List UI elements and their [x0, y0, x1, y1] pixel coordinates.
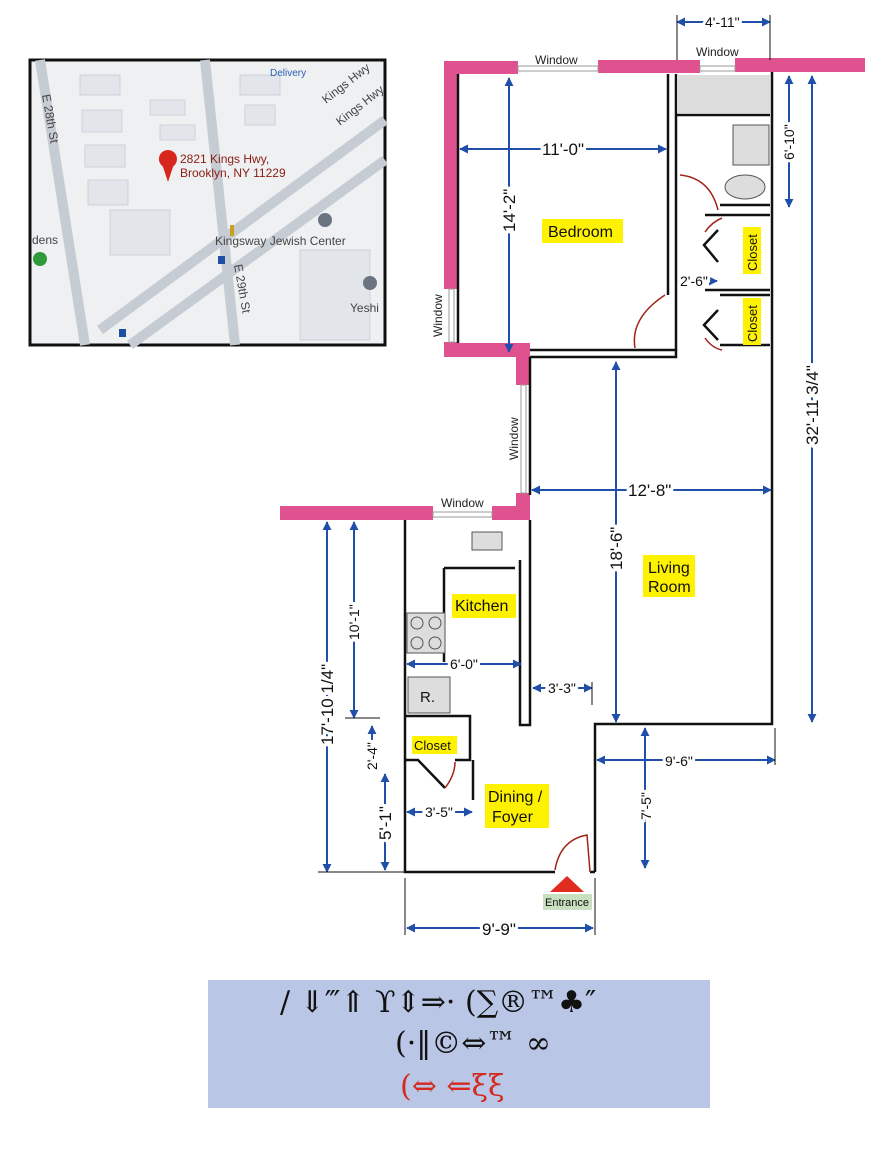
entrance-label: Entrance — [545, 897, 589, 909]
extension-lines — [318, 15, 776, 935]
door-swings — [444, 174, 723, 873]
dim-bedroom-depth: 14'-2" — [500, 189, 519, 232]
dim-notch-width: 9'-6" — [665, 753, 693, 769]
location-map[interactable]: 2821 Kings Hwy, Brooklyn, NY 11229 E 28t… — [28, 58, 388, 350]
room-label: Closet — [414, 738, 451, 753]
place-yeshiva: Yeshi — [350, 301, 379, 315]
window-label: Window — [431, 294, 445, 337]
room-dining-foyer: Dining / Foyer — [485, 784, 549, 828]
entrance-arrow-icon — [550, 876, 584, 892]
map-address-line2: Brooklyn, NY 11229 — [180, 166, 286, 180]
entrance-marker: Entrance — [543, 876, 592, 910]
dim-hall-width: 2'-6" — [680, 273, 708, 289]
bus-stop-icon — [218, 256, 225, 264]
room-label: Kitchen — [455, 598, 508, 615]
dim-bedroom-width: 11'-0" — [542, 140, 584, 159]
traffic-light-icon — [230, 225, 234, 236]
window-label: Window — [507, 417, 521, 460]
dim-closet-width: 3'-5" — [425, 804, 453, 820]
map-blocks — [79, 74, 371, 341]
room-bedroom: Bedroom — [542, 219, 623, 243]
dimension-lines — [322, 17, 817, 933]
dim-bath-width: 4'-11" — [705, 14, 740, 30]
dimension-labels: 4'-11" 11'-0" 14'-2" 6'-10" 32'-11 3/4" … — [315, 11, 825, 942]
sink — [732, 124, 770, 166]
exterior-walls — [280, 58, 865, 520]
room-label: Bedroom — [548, 224, 613, 241]
dim-closet-depth: 2'-4" — [364, 742, 380, 770]
room-kitchen: Kitchen — [452, 594, 516, 618]
bathtub — [677, 75, 770, 113]
note-line-3: (⇔ ⇐ξξ — [400, 1069, 505, 1104]
room-closet-2: Closet — [743, 298, 761, 345]
dim-kitchen-width: 6'-0" — [450, 656, 478, 672]
bus-stop-icon — [119, 329, 126, 337]
room-label: Closet — [745, 234, 760, 271]
map-pin-tail — [160, 158, 176, 182]
window-openings — [432, 65, 736, 518]
room-label: Dining / — [488, 789, 543, 806]
dim-foyer-width: 9'-9" — [482, 920, 516, 939]
map-roads — [35, 59, 388, 350]
note-line-2: (·‖©⇔™ ∞ — [395, 1026, 551, 1061]
note-line-1: / ⇓‴⇑ ϒ⇕⇒· (∑®™♣″ — [280, 985, 596, 1020]
room-label: Living — [648, 560, 690, 577]
dim-notch-depth: 7'-5" — [638, 792, 654, 820]
synagogue-icon — [318, 213, 332, 227]
room-label: Foyer — [492, 809, 534, 826]
map-address-line1: 2821 Kings Hwy, — [180, 152, 269, 166]
room-closet-1: Closet — [743, 227, 761, 274]
dim-kitchen-depth: 10'-1" — [346, 604, 362, 640]
room-closet-kitchen: Closet — [412, 736, 457, 754]
room-label: Room — [648, 579, 691, 596]
room-label: Closet — [745, 305, 760, 342]
place-gardens: dens — [32, 233, 58, 247]
window-label: Window — [696, 45, 739, 59]
dim-west-depth: 17'-10 1/4" — [318, 664, 337, 745]
window-label: Window — [535, 53, 578, 67]
refrigerator-label: R. — [420, 689, 435, 706]
toilet — [724, 174, 766, 200]
dim-living-depth: 18'-6" — [607, 527, 626, 570]
interior-walls — [403, 72, 774, 874]
dim-living-width: 12'-8" — [628, 481, 671, 500]
place-delivery: Delivery — [270, 68, 306, 79]
garbled-note-box: / ⇓‴⇑ ϒ⇕⇒· (∑®™♣″ (·‖©⇔™ ∞ (⇔ ⇐ξξ — [208, 980, 710, 1108]
school-icon — [363, 276, 377, 290]
kitchen-sink — [471, 531, 503, 551]
room-living: Living Room — [643, 555, 695, 597]
dim-total-depth: 32'-11 3/4" — [803, 365, 822, 445]
place-kingsway-jewish-center: Kingsway Jewish Center — [215, 234, 346, 248]
refrigerator — [407, 676, 451, 714]
dim-foyer-depth: 5'-1" — [376, 806, 395, 840]
park-icon — [33, 252, 47, 266]
stove — [406, 612, 446, 654]
dim-bath-depth: 6'-10" — [781, 124, 797, 160]
dim-passage-width: 3'-3" — [548, 680, 576, 696]
window-label: Window — [441, 496, 484, 510]
